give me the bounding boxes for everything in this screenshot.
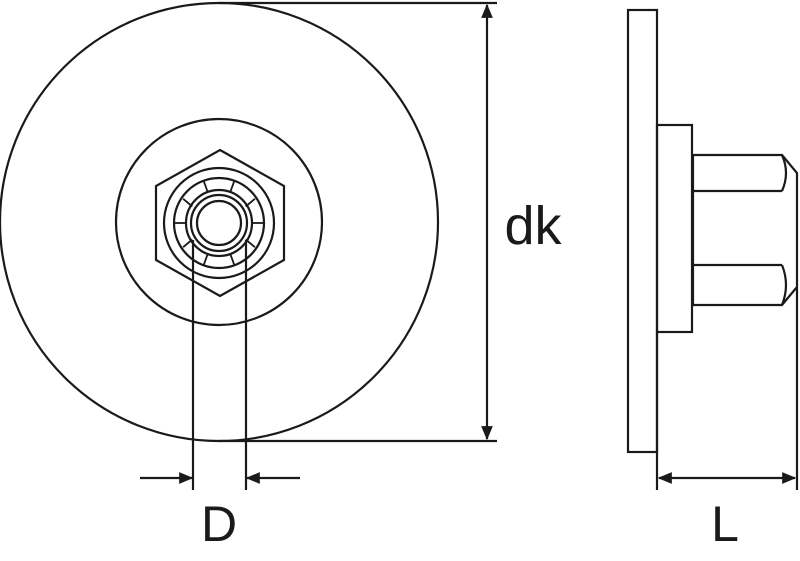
hex-head-outline (154, 148, 286, 298)
hex-inner-ring (162, 166, 276, 280)
hex-chamfer-top (780, 154, 788, 192)
front-view (0, 1, 440, 490)
side-view (626, 8, 799, 490)
l-label: L (711, 496, 739, 552)
washer-inner-circle (114, 117, 324, 327)
dk-label: dk (504, 196, 562, 256)
bore-inner (195, 199, 243, 247)
lock-ring-outer (172, 176, 266, 270)
collar-side-profile (655, 123, 694, 334)
lock-teeth (174, 180, 264, 266)
washer-outer-circle (0, 1, 440, 443)
d-label: D (201, 496, 237, 552)
washer-side-profile (626, 8, 659, 454)
dk-label-bg (494, 188, 576, 256)
bore-outer (189, 193, 249, 253)
hex-chamfer-bottom (780, 264, 788, 306)
hex-head-side-profile (691, 153, 799, 307)
lock-ring-inner (184, 188, 254, 258)
dk-dimension (219, 1, 497, 443)
